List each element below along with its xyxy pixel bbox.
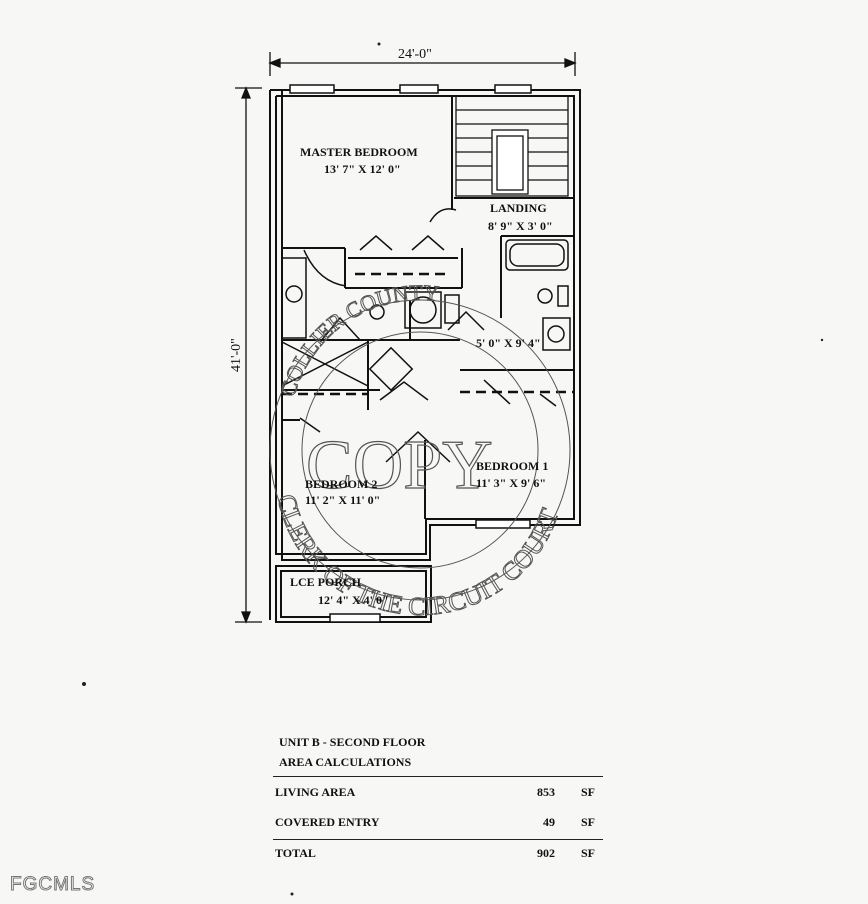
area-row: COVERED ENTRY 49 SF	[273, 807, 603, 837]
areas-subtitle: AREA CALCULATIONS	[279, 755, 412, 769]
seal-center-text: COPY	[306, 427, 493, 504]
area-calculations-table: UNIT B - SECOND FLOOR AREA CALCULATIONS …	[273, 732, 603, 866]
bedroom1-name: BEDROOM 1	[476, 459, 548, 473]
area-row-name: LIVING AREA	[275, 784, 356, 799]
area-total-value: 902	[537, 845, 555, 860]
interior-walls	[282, 96, 574, 519]
bath-size: 5' 0" X 9' 4"	[476, 336, 541, 350]
areas-title: UNIT B - SECOND FLOOR	[279, 735, 426, 749]
area-row-unit: SF	[580, 814, 595, 829]
area-row-value: 49	[543, 814, 555, 829]
area-row-value: 853	[537, 784, 555, 799]
landing-name: LANDING	[490, 201, 547, 215]
bedroom2-name: BEDROOM 2	[305, 477, 377, 491]
area-row: LIVING AREA 853 SF	[273, 777, 603, 807]
mls-watermark: FGCMLS	[9, 874, 96, 896]
width-dimension	[268, 52, 577, 76]
areas-divider	[273, 776, 603, 777]
width-label: 24'-0"	[398, 47, 432, 62]
area-row-name: COVERED ENTRY	[275, 814, 380, 829]
fixtures	[281, 239, 571, 392]
height-dimension	[235, 86, 262, 624]
area-total-row: TOTAL 902 SF	[273, 839, 603, 866]
doors	[299, 208, 557, 463]
area-row-unit: SF	[580, 784, 595, 799]
closet-lines	[282, 272, 574, 396]
master-bedroom-size: 13' 7" X 12' 0"	[324, 162, 401, 176]
bedroom1-size: 11' 3" X 9' 6"	[476, 476, 546, 490]
porch-size: 12' 4" X 4' 0"	[318, 593, 389, 607]
porch-name: LCE PORCH	[290, 575, 362, 589]
court-seal-stamp: COLLIER COUNTY CLERK OF THE CIRCUIT COUR…	[269, 279, 571, 622]
height-label: 41'-0"	[229, 338, 244, 372]
bedroom2-size: 11' 2" X 11' 0"	[305, 493, 380, 507]
windows	[289, 84, 532, 623]
area-total-unit: SF	[580, 845, 595, 860]
master-bedroom-name: MASTER BEDROOM	[300, 145, 418, 159]
staircase	[455, 95, 569, 197]
area-total-name: TOTAL	[275, 845, 316, 860]
scan-specks	[82, 42, 824, 896]
landing-size: 8' 9" X 3' 0"	[488, 219, 553, 233]
